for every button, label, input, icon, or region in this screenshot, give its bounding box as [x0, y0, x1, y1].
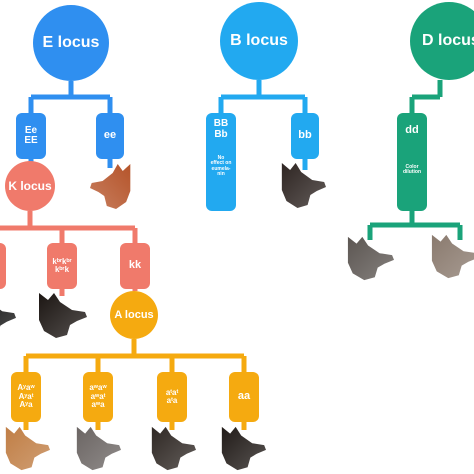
dog-head-icon-a-aa: [220, 424, 266, 472]
genotype-kbr-k: kᵇʳk: [54, 265, 70, 274]
genotype-aw-a: aʷa: [91, 400, 105, 410]
e-locus-dominant-genotypes: Ee EE: [16, 113, 46, 159]
dog-head-icon-d-right: [430, 232, 474, 280]
genotype-at-at: aᵗaᵗ: [165, 387, 179, 397]
genotype-ee-recessive: ee: [103, 129, 117, 142]
dog-head-icon-k-brindle: [37, 290, 87, 340]
b-locus-recessive-genotype: bb: [291, 113, 319, 159]
dog-head-icon-a-ay: [4, 424, 50, 472]
d-locus-node: D locus: [410, 2, 474, 80]
k-locus-node: K locus: [5, 161, 55, 211]
d-locus-title: D locus: [422, 32, 474, 49]
b-note-line-4: nin: [217, 170, 225, 177]
dog-head-shape: [90, 164, 131, 209]
dog-head-shape: [347, 236, 394, 281]
dog-head-icon-d-left: [346, 234, 394, 282]
genotype-at-a: aᵗa: [166, 396, 178, 405]
d-note-line-1: Color: [405, 163, 419, 170]
dog-head-shape: [151, 426, 196, 471]
dog-head-shape: [76, 426, 121, 471]
genotype-aa: aa: [237, 390, 251, 403]
e-locus-node: E locus: [33, 5, 109, 81]
a-locus-genotypes-aw: aʷaʷ aʷaᵗ aʷa: [83, 372, 113, 422]
b-note-line-3: eumela-: [211, 165, 231, 172]
dog-head-shape: [5, 426, 50, 471]
d-locus-dilution-genotype: dd Color dilution: [397, 113, 427, 211]
dog-head-shape: [281, 163, 326, 208]
dog-head-icon-k-left: [0, 292, 16, 340]
d-note-line-2: dilution: [402, 168, 422, 175]
genotype-ee-dominant-1: Ee: [24, 124, 38, 136]
genotype-bb-dominant-2: Bb: [214, 128, 228, 140]
dog-head-shape: [39, 293, 87, 338]
genotype-bb-dominant-1: BB: [213, 118, 229, 129]
e-locus-title: E locus: [42, 34, 100, 51]
a-locus-genotypes-ay: Aʸaʷ Aʸaᵗ Aʸa: [11, 372, 41, 422]
dog-head-icon-b-recessive: [280, 160, 326, 210]
b-locus-title: B locus: [230, 32, 288, 49]
a-locus-genotypes-at: aᵗaᵗ aᵗa: [157, 372, 187, 422]
k-locus-title: K locus: [8, 179, 52, 193]
genotype-ay-at: Aʸaᵗ: [18, 391, 34, 401]
a-locus-title: A locus: [114, 309, 154, 321]
genotype-aw-at: aʷaᵗ: [90, 391, 106, 401]
k-locus-left-genotype-box: [0, 243, 6, 289]
b-note-line-1: No: [217, 155, 225, 161]
b-locus-node: B locus: [220, 2, 298, 80]
dog-head-icon-e-recessive: [90, 161, 132, 211]
dog-head-shape: [221, 426, 266, 471]
a-locus-node: A locus: [110, 291, 158, 339]
dog-head-shape: [431, 234, 474, 279]
genotype-kbr-kbr: kᵇʳkᵇʳ: [52, 256, 72, 266]
b-locus-dominant-genotypes: BB Bb No effect on eumela- nin: [206, 113, 236, 211]
genotype-ay-aw: Aʸaʷ: [17, 383, 35, 393]
k-locus-brindle-genotypes: kᵇʳkᵇʳ kᵇʳk: [47, 243, 77, 289]
genotype-aw-aw: aʷaʷ: [89, 383, 107, 393]
dog-head-shape: [0, 309, 16, 327]
genotype-ee-dominant-2: EE: [24, 135, 38, 146]
a-locus-genotype-aa: aa: [229, 372, 259, 422]
dog-head-icon-a-aw: [75, 424, 121, 472]
genotype-kk: kk: [128, 259, 142, 272]
genotype-ay-a: Aʸa: [19, 400, 33, 410]
genotype-dd-recessive: dd: [405, 124, 419, 136]
dog-head-icon-a-at: [150, 424, 196, 472]
e-locus-recessive-genotype: ee: [96, 113, 124, 159]
k-locus-recessive-genotype: kk: [120, 243, 150, 289]
b-note-line-2: effect on: [210, 160, 232, 167]
genotype-bb-recessive: bb: [298, 129, 312, 142]
